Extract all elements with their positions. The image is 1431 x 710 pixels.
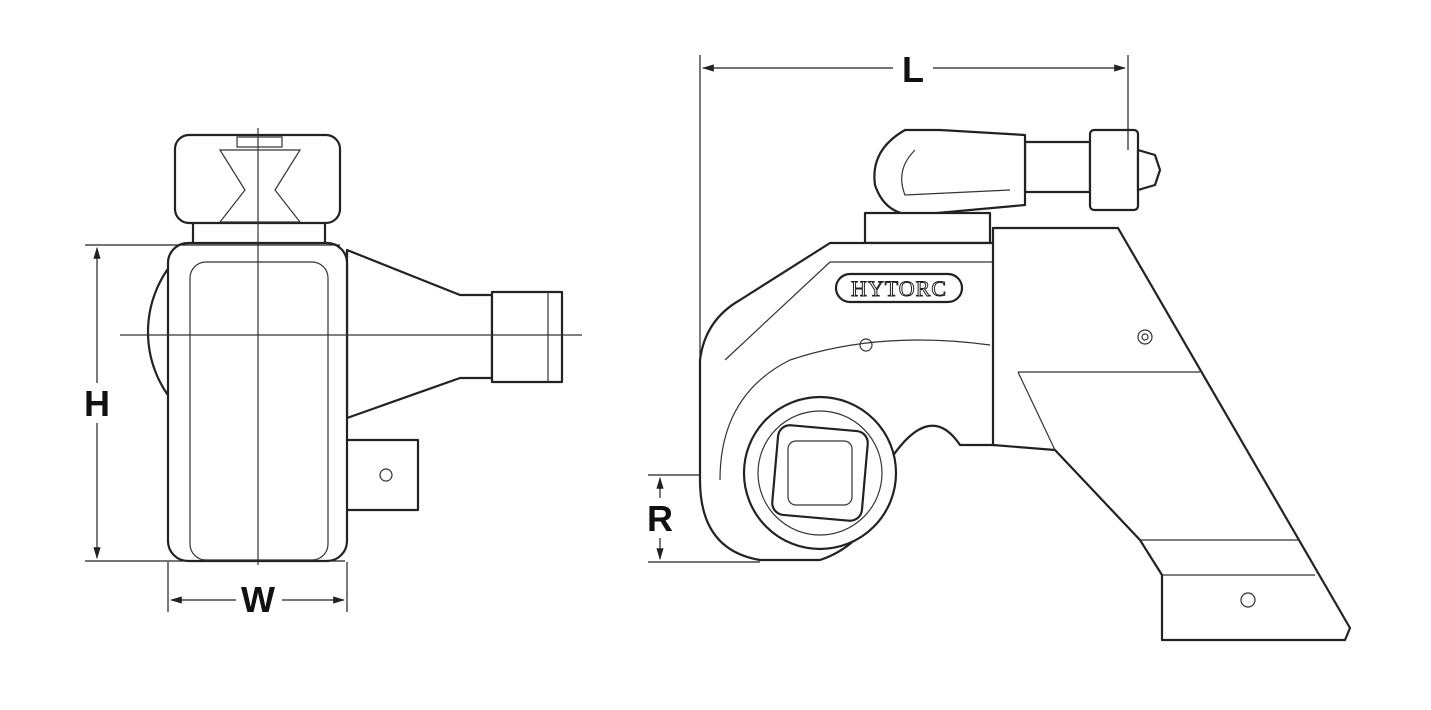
collar bbox=[191, 218, 327, 248]
hytorc-logo bbox=[834, 272, 964, 304]
coupler bbox=[1088, 128, 1140, 212]
height-label: H bbox=[84, 383, 110, 424]
side-view: HYTORC L R bbox=[642, 48, 1352, 642]
front-view: H W bbox=[80, 128, 582, 620]
swivel-base bbox=[863, 211, 992, 245]
square-hex-socket bbox=[771, 424, 869, 522]
swivel-elbow bbox=[873, 128, 1027, 217]
swivel-nut bbox=[1023, 140, 1092, 194]
hose-fitting bbox=[490, 290, 564, 384]
reaction-arm bbox=[991, 226, 1352, 642]
square-drive bbox=[344, 438, 420, 512]
logo-text: HYTORC bbox=[851, 276, 947, 301]
width-label: W bbox=[241, 579, 275, 620]
hose-arm bbox=[345, 248, 494, 420]
length-label: L bbox=[902, 49, 924, 90]
radius-label: R bbox=[647, 498, 673, 539]
